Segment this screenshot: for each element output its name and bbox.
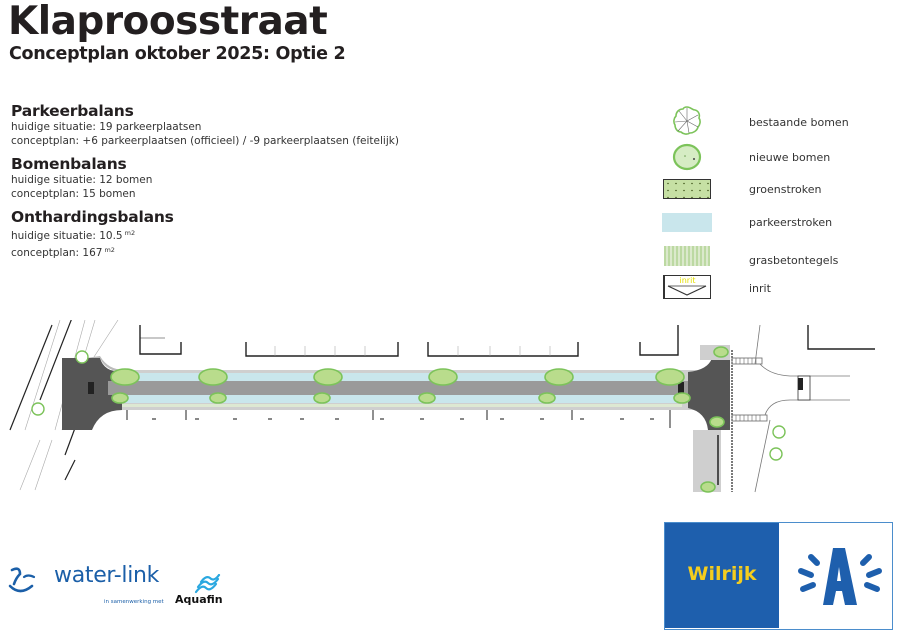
waterlink-tagline: in samenwerking met <box>104 599 164 605</box>
parking-strip-swatch <box>660 207 714 237</box>
tree-balance-plan: conceptplan: 15 bomen <box>11 188 136 200</box>
unsealing-balance-heading: Onthardingsbalans <box>11 208 174 226</box>
antwerp-a-icon <box>779 523 891 628</box>
legend-label: nieuwe bomen <box>749 151 831 164</box>
legend-label: grasbetontegels <box>749 254 839 267</box>
legend-label: bestaande bomen <box>749 116 849 129</box>
legend-item-green-strips: groenstroken <box>660 174 900 204</box>
new-tree-icon <box>660 142 714 172</box>
tree-balance-current: huidige situatie: 12 bomen <box>11 174 153 186</box>
page-subtitle: Conceptplan oktober 2025: Optie 2 <box>9 44 346 64</box>
legend-item-driveway: inrit inrit <box>660 272 900 302</box>
roadway <box>108 381 688 395</box>
legend-label: inrit <box>749 282 771 295</box>
waterlink-logo: water-link in samenwerking met Aquafin <box>6 560 236 620</box>
existing-trees <box>31 350 786 461</box>
legend-item-existing-trees: bestaande bomen <box>660 106 900 136</box>
legend-label: groenstroken <box>749 183 822 196</box>
wilrijk-block: Wilrijk <box>665 523 779 628</box>
parking-balance-current: huidige situatie: 19 parkeerplaatsen <box>11 121 202 133</box>
wilrijk-name: Wilrijk <box>687 563 757 585</box>
grass-concrete-swatch <box>660 241 714 271</box>
driveway-symbol-text: inrit <box>679 276 696 285</box>
buildings <box>139 325 875 357</box>
driveway-icon: inrit <box>660 272 714 302</box>
green-strip-swatch <box>660 174 714 204</box>
waterlink-name: water-link <box>54 563 160 588</box>
unsealing-current-value: huidige situatie: 10.5 <box>11 230 123 242</box>
new-trees <box>110 346 729 493</box>
aquafin-name: Aquafin <box>175 593 223 606</box>
unsealing-plan-value: conceptplan: 167 <box>11 247 103 259</box>
parking-balance-heading: Parkeerbalans <box>11 102 134 120</box>
parking-balance-plan: conceptplan: +6 parkeerplaatsen (officie… <box>11 135 399 147</box>
unit-label: m2 <box>124 229 136 237</box>
legend-label: parkeerstroken <box>749 216 833 229</box>
south-parking-strip <box>122 393 682 403</box>
legend-item-new-trees: nieuwe bomen <box>660 142 900 172</box>
aquafin-wave-icon <box>194 574 221 594</box>
street-plan-map <box>0 317 900 500</box>
parking-balance: Parkeerbalans huidige situatie: 19 parke… <box>11 102 411 148</box>
page-title: Klaproosstraat <box>8 0 328 44</box>
waterlink-wave-icon <box>8 567 36 593</box>
tree-balance-heading: Bomenbalans <box>11 155 127 173</box>
wilrijk-logo: Wilrijk <box>664 522 893 630</box>
tree-balance: Bomenbalans huidige situatie: 12 bomen c… <box>11 155 411 201</box>
legend-item-grass-concrete: grasbetontegels <box>660 241 900 271</box>
north-parking-strip <box>122 373 682 383</box>
right-intersection <box>688 350 730 430</box>
legend-item-parking-strips: parkeerstroken <box>660 207 900 237</box>
unit-label: m2 <box>104 246 115 254</box>
unsealing-balance: Onthardingsbalans huidige situatie: 10.5… <box>11 208 411 260</box>
existing-tree-icon <box>660 106 714 136</box>
balances-panel: Parkeerbalans huidige situatie: 19 parke… <box>11 102 411 267</box>
